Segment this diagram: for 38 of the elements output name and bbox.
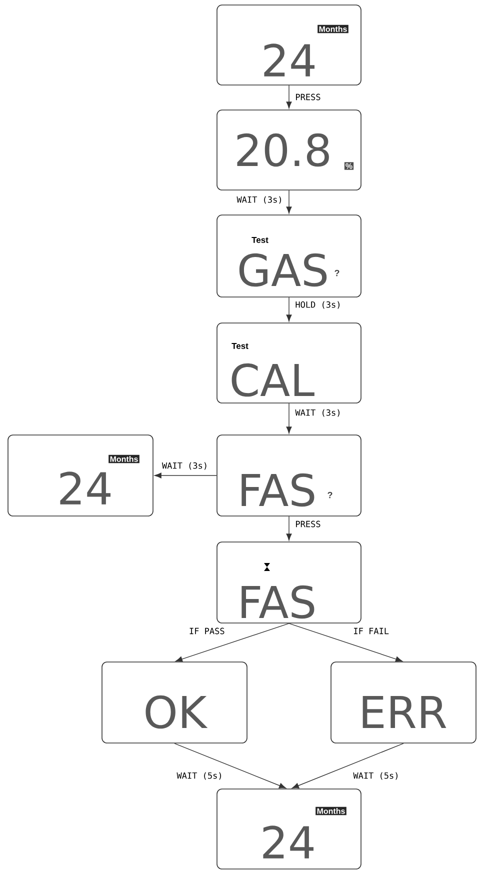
edge-label: WAIT (3s) bbox=[236, 195, 284, 205]
edge-label: WAIT (5s) bbox=[352, 771, 400, 781]
edge-label: WAIT (5s) bbox=[176, 771, 224, 781]
display-digits: ERR bbox=[362, 696, 446, 728]
display-digits: FAS bbox=[242, 585, 314, 619]
arrow bbox=[286, 297, 292, 322]
arrow bbox=[292, 743, 404, 788]
display-digits: 24 bbox=[60, 472, 110, 504]
question-mark: ? bbox=[328, 492, 332, 498]
edge-label: IF PASS bbox=[188, 626, 226, 636]
question-mark: ? bbox=[334, 270, 340, 276]
arrow bbox=[286, 516, 292, 540]
unit-tag: Months bbox=[318, 24, 348, 34]
mode-label: Test bbox=[252, 237, 268, 243]
arrow bbox=[154, 472, 217, 478]
arrow bbox=[288, 623, 402, 662]
display-digits: FAS bbox=[242, 473, 314, 507]
arrow bbox=[286, 403, 292, 434]
display-digits: 24 bbox=[263, 826, 314, 858]
arrow bbox=[174, 743, 286, 788]
arrow bbox=[176, 623, 290, 662]
arrow bbox=[286, 85, 292, 109]
unit-tag: Months bbox=[316, 806, 346, 816]
display-digits: OK bbox=[146, 695, 208, 729]
edge-label: HOLD (3s) bbox=[294, 300, 342, 310]
edge-label: PRESS bbox=[294, 92, 322, 102]
display-digits: CAL bbox=[232, 363, 314, 397]
mode-label: Test bbox=[232, 343, 248, 349]
edge-label: WAIT (3s) bbox=[294, 408, 342, 418]
display-digits: 20.8 bbox=[237, 133, 329, 167]
unit-tag: % bbox=[344, 162, 354, 170]
display-digits: GAS bbox=[239, 253, 327, 287]
arrow bbox=[286, 190, 292, 214]
unit-tag: Months bbox=[108, 454, 140, 464]
edge-label: WAIT (3s) bbox=[160, 461, 210, 471]
display-digits: 24 bbox=[264, 44, 314, 76]
edge-label: IF FAIL bbox=[352, 626, 390, 636]
edge-label: PRESS bbox=[294, 520, 322, 528]
